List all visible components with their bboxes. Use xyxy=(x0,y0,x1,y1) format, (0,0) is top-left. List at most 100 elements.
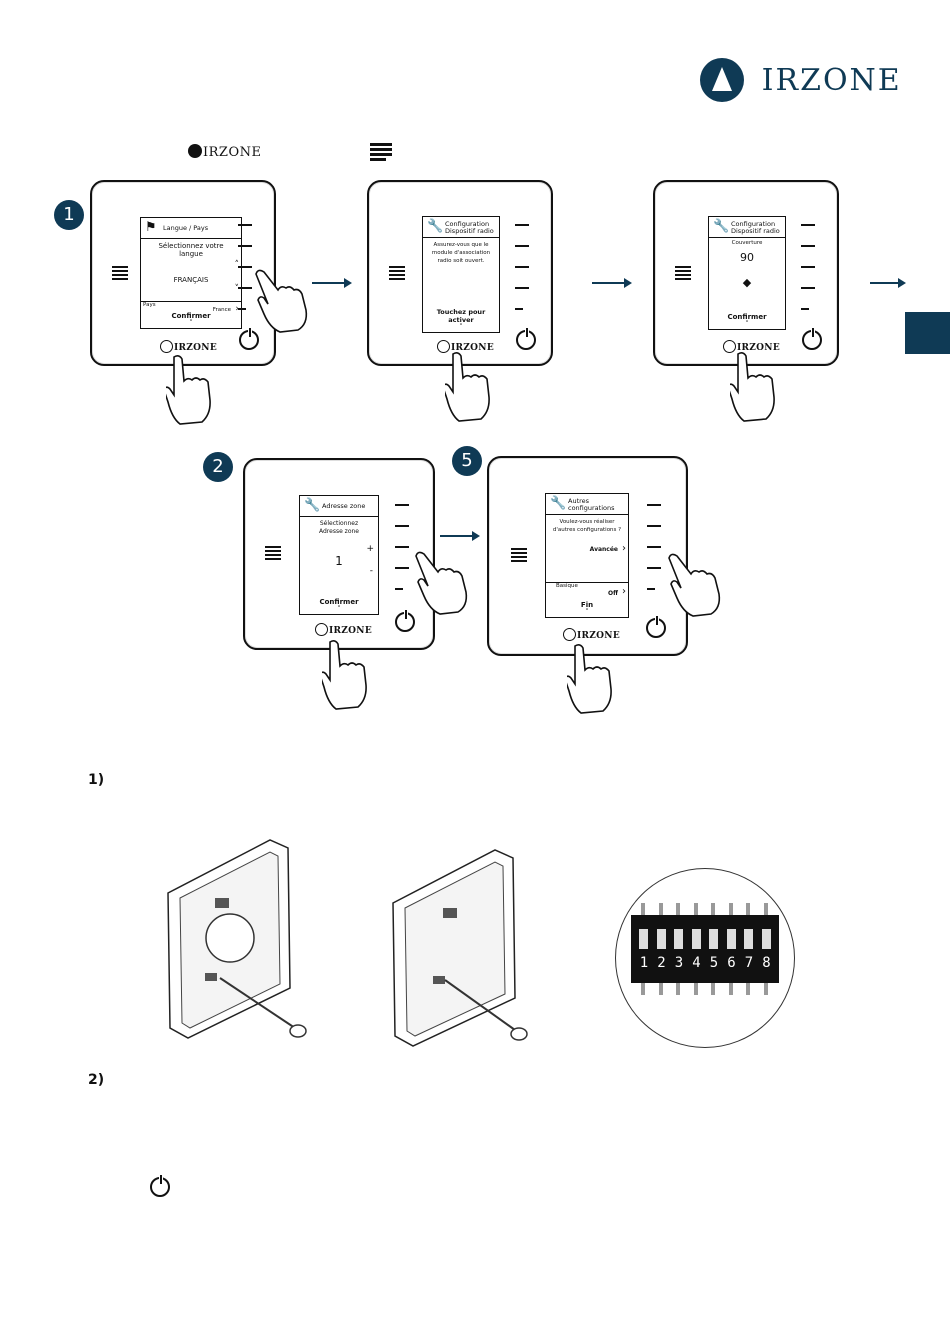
thermostat-brand: IRZONE xyxy=(437,340,494,353)
plus-button[interactable]: + xyxy=(366,544,374,554)
hand-icon xyxy=(730,352,775,422)
device-back-illustration xyxy=(167,839,307,1039)
confirm-label: Confirmer xyxy=(171,312,211,320)
chevron-down-icon: ˅ xyxy=(745,320,749,328)
power-icon[interactable] xyxy=(646,615,666,638)
touch-bars[interactable] xyxy=(801,224,815,329)
menu-icon xyxy=(389,266,405,280)
wrench-icon: 🔧 xyxy=(713,219,730,234)
flow-arrow xyxy=(440,531,480,541)
section-tab xyxy=(905,312,950,354)
flow-arrow xyxy=(312,278,352,288)
chevron-down-icon[interactable]: ˅ xyxy=(234,284,240,294)
dip-switch-number: 6 xyxy=(727,955,736,971)
chevron-down-icon: ˅ xyxy=(585,608,589,616)
dip-switch-number: 2 xyxy=(657,955,666,971)
dip-switch-number: 8 xyxy=(762,955,771,971)
power-icon[interactable] xyxy=(516,327,536,350)
chevron-down-icon: ˅ xyxy=(459,323,463,331)
chevron-right-icon[interactable]: › xyxy=(622,543,626,554)
menu-icon xyxy=(112,266,128,280)
power-icon[interactable] xyxy=(802,327,822,350)
flow-arrow xyxy=(592,278,632,288)
chevron-down-icon: ˅ xyxy=(337,605,341,613)
dip-pin xyxy=(693,983,698,995)
thermostat-brand: IRZONE xyxy=(563,628,620,641)
wrench-icon: 🔧 xyxy=(304,498,321,513)
wifi-icon: ◆ xyxy=(742,276,752,289)
dip-pin xyxy=(728,983,733,995)
dip-pin xyxy=(763,903,768,915)
dip-switch-number: 5 xyxy=(709,955,719,971)
dip-pin xyxy=(658,903,663,915)
thermostat-screen: ⚑Langue / Pays Sélectionnez votre langue… xyxy=(140,217,242,329)
chevron-down-icon: ˅ xyxy=(189,319,193,327)
flag-icon: ⚑ xyxy=(145,220,157,235)
hand-icon xyxy=(255,269,308,333)
section-label-1: 1) xyxy=(88,772,105,788)
wrench-icon: 🔧 xyxy=(550,496,567,511)
dip-pin xyxy=(711,983,715,995)
dip-switch-number: 4 xyxy=(692,955,701,971)
dip-switch xyxy=(691,929,701,949)
dip-switch-number: 7 xyxy=(744,955,754,971)
dip-pin xyxy=(728,903,733,915)
touch-bars[interactable] xyxy=(238,224,252,329)
finish-label: Fin xyxy=(580,601,594,609)
language-value: FRANÇAIS xyxy=(173,276,209,284)
thermostat-brand: IRZONE xyxy=(315,623,372,636)
inline-airzone-logo: IRZONE xyxy=(188,144,261,160)
airzone-logo: AIRZONE xyxy=(700,55,900,105)
touch-bars[interactable] xyxy=(395,504,409,609)
hand-icon xyxy=(567,644,612,714)
airzone-logo-mark xyxy=(700,58,744,102)
dip-switch xyxy=(761,929,771,949)
step-badge-2: 2 xyxy=(203,452,233,482)
dip-pin xyxy=(746,903,750,915)
chevron-up-icon[interactable]: ˄ xyxy=(234,260,240,270)
dip-switch xyxy=(726,929,736,949)
chevron-right-icon[interactable]: › xyxy=(235,304,239,314)
hand-icon xyxy=(322,640,367,710)
inline-logo-mark xyxy=(188,144,202,158)
dip-pin xyxy=(641,903,645,915)
touch-bars[interactable] xyxy=(515,224,529,329)
power-icon[interactable] xyxy=(395,609,415,632)
chevron-right-icon[interactable]: › xyxy=(622,586,626,597)
dip-switch xyxy=(639,929,648,949)
dip-pin xyxy=(641,983,645,995)
flow-arrow xyxy=(870,278,906,288)
menu-icon xyxy=(370,143,392,161)
hand-icon xyxy=(415,551,468,615)
menu-icon xyxy=(675,266,691,280)
minus-button[interactable]: - xyxy=(369,566,373,576)
dip-pin xyxy=(763,983,768,995)
dip-switch-number: 3 xyxy=(674,955,684,971)
step-badge-1: 1 xyxy=(54,200,84,230)
menu-icon xyxy=(265,546,281,560)
confirm-label: Confirmer xyxy=(727,313,767,321)
dip-switch-number: 1 xyxy=(639,955,649,971)
step-badge-5: 5 xyxy=(452,446,482,476)
device-back-illustration-open xyxy=(392,849,528,1047)
menu-icon xyxy=(511,548,527,562)
power-icon[interactable] xyxy=(239,327,259,350)
dip-switch xyxy=(674,929,683,949)
thermostat-zone-address: 🔧Adresse zone Sélectionnez Adresse zone … xyxy=(243,458,435,650)
zone-value: 1 xyxy=(335,554,343,568)
dip-pin xyxy=(693,903,698,915)
advanced-option[interactable]: Avancée xyxy=(589,546,618,553)
activate-label: Touchez pour activer xyxy=(436,308,486,324)
dip-pin xyxy=(658,983,663,995)
touch-bars[interactable] xyxy=(647,504,661,609)
confirm-label: Confirmer xyxy=(319,598,359,606)
dip-switch xyxy=(656,929,666,949)
thermostat-brand: IRZONE xyxy=(723,340,780,353)
thermostat-language: ⚑Langue / Pays Sélectionnez votre langue… xyxy=(90,180,276,366)
